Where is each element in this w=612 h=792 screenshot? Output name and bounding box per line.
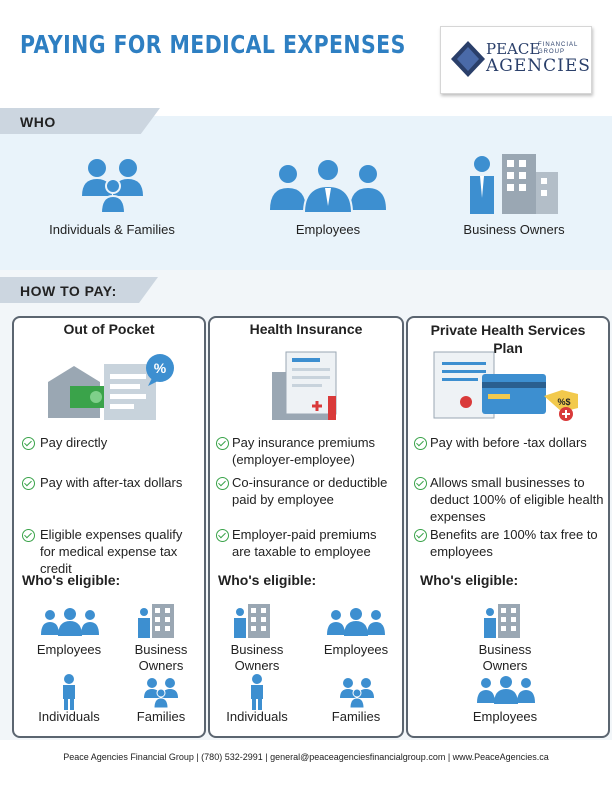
check-icon	[216, 529, 229, 542]
business-owner-icon	[484, 604, 520, 638]
bullet-text: Pay with after-tax dollars	[40, 475, 183, 490]
bullet-text: Pay directly	[40, 435, 108, 450]
logo-sub: FINANCIAL GROUP	[538, 42, 579, 55]
page-title: PAYING FOR MEDICAL EXPENSES	[20, 30, 406, 59]
check-icon	[414, 477, 427, 490]
who-label-business-owners: Business Owners	[463, 222, 565, 237]
eligible-label: Individuals	[38, 709, 100, 724]
bullet-text: Employer-paid premiums are taxable to em…	[232, 527, 377, 559]
card-title-phsp: Private Health Services Plan	[430, 322, 586, 356]
employees-icon	[327, 608, 385, 636]
business-owner-icon	[138, 604, 174, 638]
eligible-heading: Who's eligible:	[218, 572, 317, 588]
howto-heading: HOW TO PAY:	[20, 283, 117, 299]
business-owner-icon	[470, 154, 558, 214]
who-heading: WHO	[20, 114, 56, 130]
card-title-out-of-pocket: Out of Pocket	[63, 321, 155, 337]
check-icon	[414, 437, 427, 450]
bullet-text: Pay insurance premiums (employer-employe…	[232, 435, 376, 467]
insurance-form-icon	[272, 351, 337, 420]
svg-text:%: %	[154, 360, 167, 376]
eligible-label: Employees	[323, 642, 389, 657]
eligible-heading: Who's eligible:	[420, 572, 519, 588]
individual-icon	[251, 674, 263, 710]
document-card-icon: %$	[433, 351, 578, 421]
howto-tab: HOW TO PAY:	[0, 277, 158, 303]
cash-invoice-icon: %	[48, 354, 174, 420]
footer-contact: Peace Agencies Financial Group | (780) 5…	[63, 752, 549, 762]
business-owner-icon	[234, 604, 270, 638]
bullet-text: Allows small businesses to deduct 100% o…	[430, 475, 604, 524]
employees-icon	[270, 158, 386, 214]
eligible-label: Individuals	[226, 709, 288, 724]
logo-line2: AGENCIES	[486, 56, 591, 76]
svg-text:%$: %$	[557, 397, 570, 407]
individual-icon	[63, 674, 75, 710]
check-icon	[22, 529, 35, 542]
family-icon	[340, 678, 374, 708]
card-title-health-insurance: Health Insurance	[249, 321, 363, 337]
eligible-label: Business Owners	[478, 642, 532, 673]
check-icon	[22, 437, 35, 450]
who-tab: WHO	[0, 108, 160, 134]
bullet-text: Pay with before -tax dollars	[430, 435, 587, 450]
check-icon	[216, 477, 229, 490]
eligible-label: Families	[136, 709, 186, 724]
family-icon	[144, 678, 178, 708]
employees-icon	[41, 608, 99, 636]
family-icon	[82, 159, 143, 214]
bullet-text: Benefits are 100% tax free to employees	[430, 527, 598, 559]
eligible-label: Families	[331, 709, 381, 724]
company-logo	[440, 26, 592, 94]
logo-line1: PEACE	[486, 40, 541, 58]
eligible-label: Business Owners	[134, 642, 188, 673]
eligible-label: Business Owners	[230, 642, 284, 673]
employees-icon	[477, 676, 535, 704]
bullet-text: Co-insurance or deductible paid by emplo…	[232, 475, 388, 507]
eligible-label: Employees	[472, 709, 538, 724]
check-icon	[22, 477, 35, 490]
eligible-heading: Who's eligible:	[22, 572, 121, 588]
who-label-employees: Employees	[295, 222, 361, 237]
eligible-label: Employees	[36, 642, 102, 657]
check-icon	[414, 529, 427, 542]
check-icon	[216, 437, 229, 450]
logo-diamond-icon	[451, 41, 485, 77]
who-label-families: Individuals & Families	[49, 222, 175, 237]
bullet-text: Eligible expenses qualify for medical ex…	[40, 527, 183, 576]
